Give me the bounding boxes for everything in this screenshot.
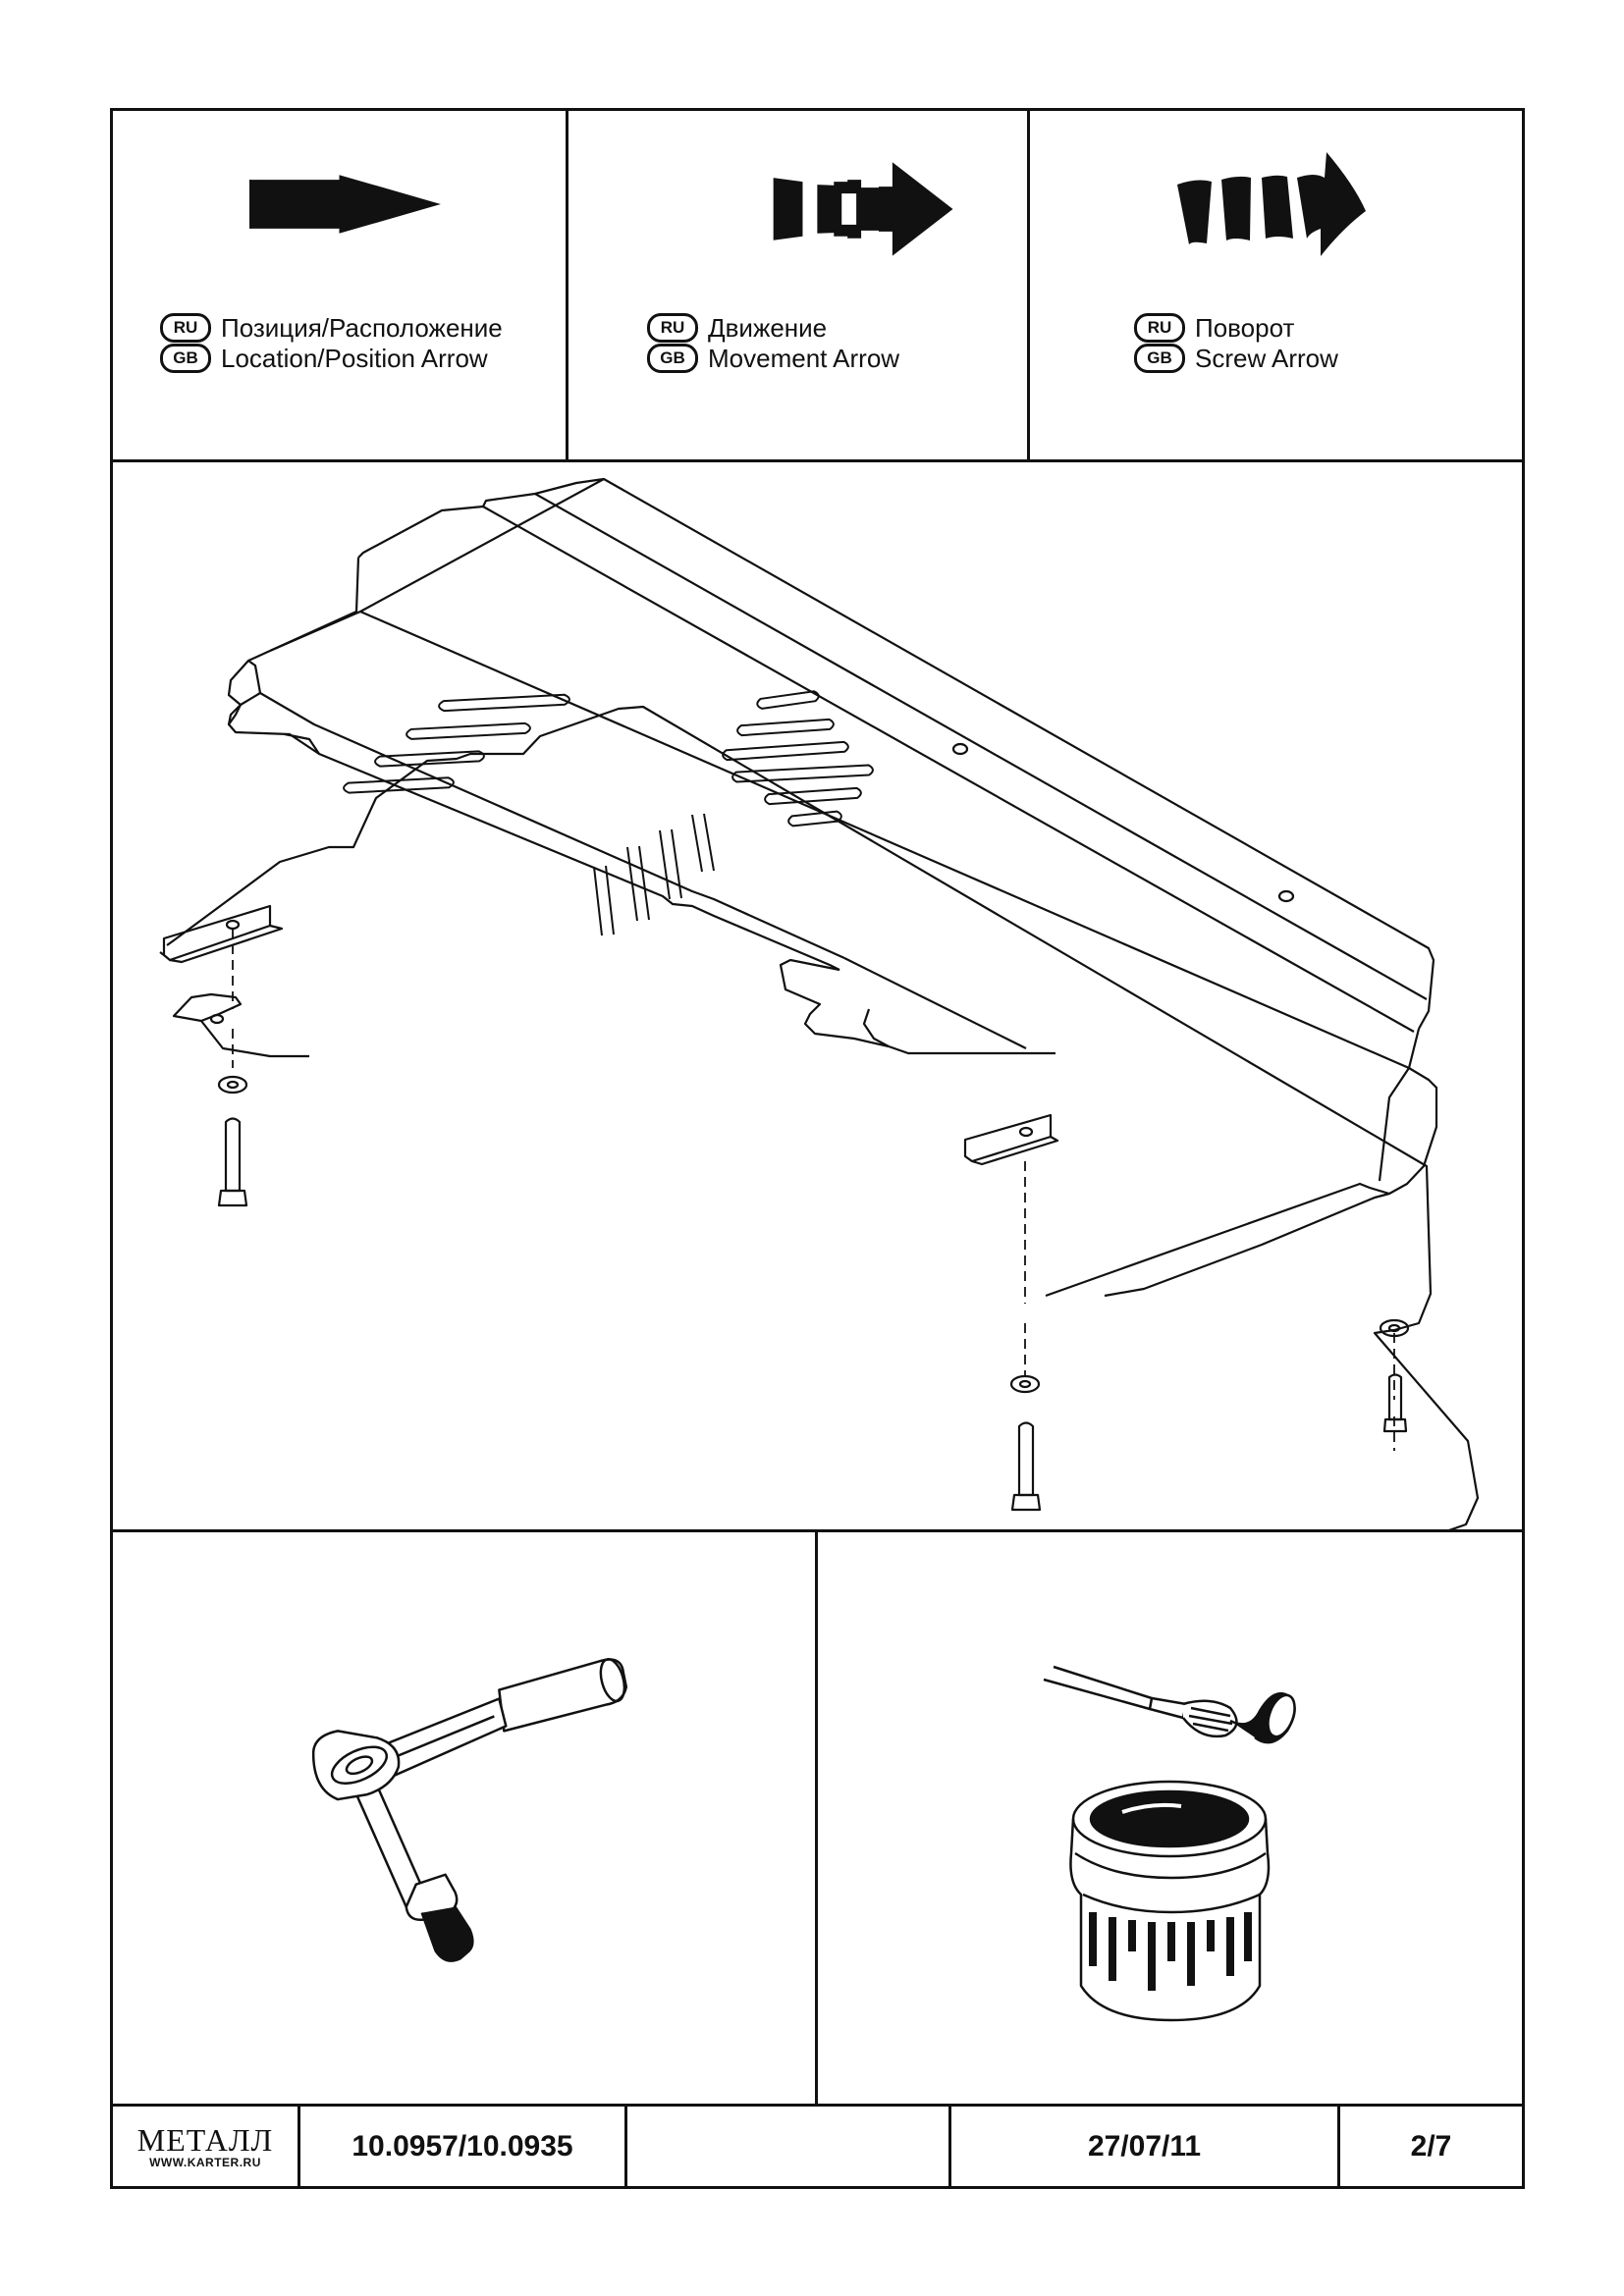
logo-text: МЕТАЛЛ (136, 2121, 274, 2158)
legend-cell-location: RU Позиция/Расположение GB Location/Positi… (113, 111, 568, 459)
legend-gb-label: Screw Arrow (1195, 343, 1338, 373)
skid-plate-assembly-diagram (159, 477, 1480, 1529)
legend-row: RU Позиция/Расположение GB Location/Positi… (113, 111, 1522, 462)
movement-arrow-icon (773, 162, 953, 256)
legend-text-location: RU Позиция/Расположение GB Location/Positi… (160, 312, 503, 373)
ru-badge: RU (1134, 312, 1185, 343)
company-logo: МЕТАЛЛ WWW.KARTER.RU (113, 2104, 300, 2189)
paint-cell (818, 1529, 1522, 2104)
legend-gb-label: Movement Arrow (708, 343, 900, 373)
tool-cell (113, 1529, 818, 2104)
legend-gb-label: Location/Position Arrow (221, 343, 488, 373)
logo-url: WWW.KARTER.RU (149, 2155, 261, 2169)
legend-ru-label: Позиция/Расположение (221, 312, 503, 343)
date-field: 27/07/11 (951, 2104, 1340, 2189)
legend-ru-label: Поворот (1195, 312, 1295, 343)
legend-cell-movement: RU Движение GB Movement Arrow (568, 111, 1030, 459)
part-number: 10.0957/10.0935 (300, 2104, 627, 2189)
ru-badge: RU (160, 312, 211, 343)
legend-cell-screw: RU Поворот GB Screw Arrow (1030, 111, 1522, 459)
ru-badge: RU (647, 312, 698, 343)
page-number: 2/7 (1410, 2129, 1452, 2163)
legend-text-screw: RU Поворот GB Screw Arrow (1134, 312, 1338, 373)
assembly-diagram-panel (113, 459, 1522, 1532)
tools-row (113, 1529, 1522, 2107)
title-block: МЕТАЛЛ WWW.KARTER.RU 10.0957/10.0935 27/… (113, 2104, 1522, 2189)
blank-field (627, 2104, 951, 2189)
screw-arrow-icon (1177, 152, 1366, 256)
ratchet-wrench-icon (311, 1657, 628, 1962)
gb-badge: GB (160, 343, 211, 373)
location-arrow-icon (249, 175, 441, 234)
gb-badge: GB (1134, 343, 1185, 373)
legend-ru-label: Движение (708, 312, 828, 343)
gb-badge: GB (647, 343, 698, 373)
legend-text-movement: RU Движение GB Movement Arrow (647, 312, 899, 373)
paint-can-brush-icon (1043, 1665, 1296, 2022)
instruction-sheet: RU Позиция/Расположение GB Location/Positi… (110, 108, 1525, 2189)
